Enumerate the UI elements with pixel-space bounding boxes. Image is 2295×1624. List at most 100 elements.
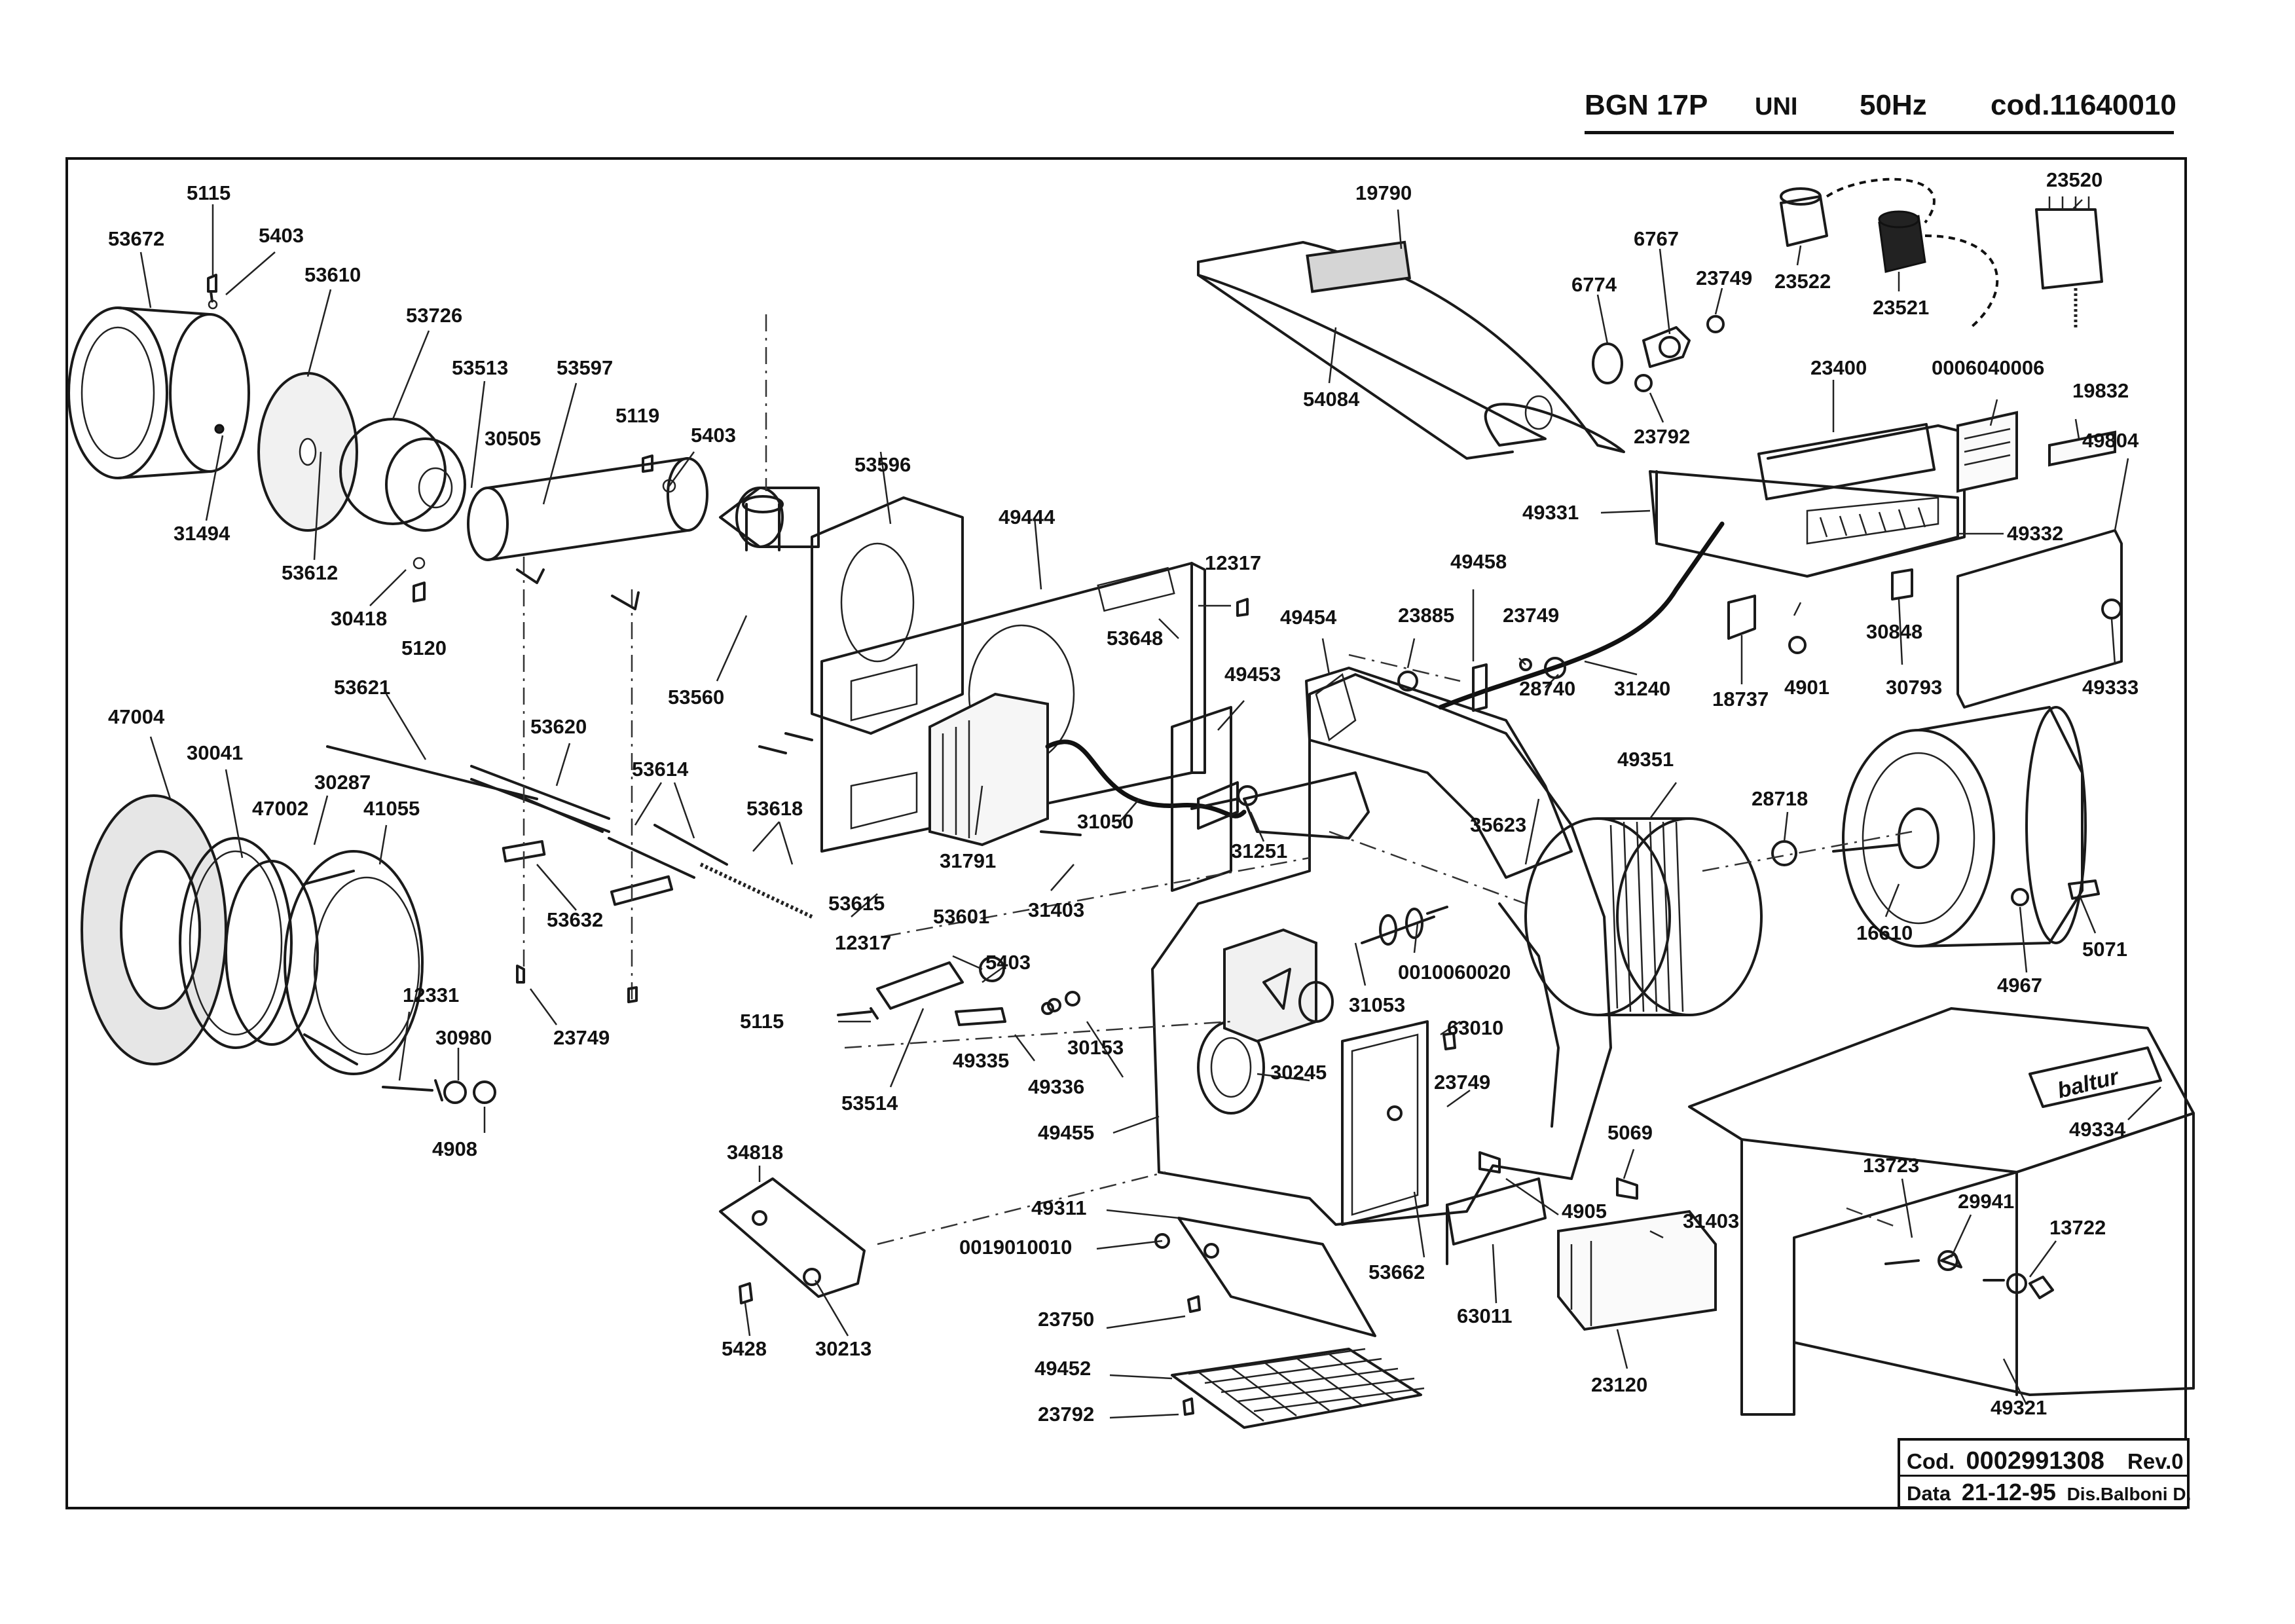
part-label: 53662 — [1368, 1261, 1425, 1283]
ignition-cable — [1045, 739, 1247, 819]
part-label: 53648 — [1107, 627, 1163, 650]
part-label: 13723 — [1863, 1154, 1919, 1177]
photocell-box-23120 — [1557, 1209, 1717, 1331]
part-label: 30287 — [314, 771, 371, 794]
part-label: 53596 — [854, 453, 911, 476]
part-number-labels: 5115 5403 53672 53610 53726 53513 53597 … — [108, 168, 2139, 1426]
part-label: 53618 — [746, 797, 803, 820]
header-code: cod.11640010 — [1991, 89, 2176, 121]
control-box-base — [1649, 422, 1966, 578]
part-label: 53597 — [557, 356, 613, 379]
part-label: 4901 — [1784, 676, 1829, 699]
part-label: 30505 — [485, 427, 541, 450]
part-label: 23521 — [1873, 296, 1929, 319]
part-label: 23749 — [1696, 267, 1752, 289]
part-label: 53726 — [406, 304, 462, 327]
part-label: 30980 — [435, 1026, 492, 1049]
drawing-frame — [65, 157, 2187, 1509]
air-damper-49311 — [1177, 1217, 1376, 1337]
part-label: 34818 — [727, 1141, 783, 1164]
revision: Rev.0 — [2127, 1449, 2184, 1473]
part-label: 53513 — [452, 356, 508, 379]
fan-wheel — [1524, 817, 1763, 1016]
pump-connection-fitting — [719, 487, 820, 551]
code-label: Cod. — [1907, 1449, 1955, 1473]
part-label: 5115 — [740, 1010, 784, 1033]
part-label: 30213 — [815, 1337, 872, 1360]
drawing-title-block: Cod. 0002991308 Rev.0 Data 21-12-95 Dis.… — [1898, 1438, 2191, 1509]
burner-head-flange — [339, 418, 466, 532]
part-label: 53620 — [530, 715, 587, 738]
part-label: 53601 — [933, 905, 989, 928]
part-label: 31053 — [1349, 993, 1405, 1016]
part-label: 23749 — [1503, 604, 1559, 627]
header-frequency: 50Hz — [1860, 89, 1927, 121]
part-label: 49804 — [2082, 429, 2139, 452]
part-label: 23885 — [1398, 604, 1454, 627]
label-plate-0006040006 — [1956, 411, 2018, 493]
part-label: 49453 — [1224, 663, 1281, 686]
part-label: 23522 — [1774, 270, 1831, 293]
leader-lines — [139, 199, 2161, 1419]
part-label: 53632 — [547, 908, 603, 931]
perforated-diffuser-disc — [257, 372, 358, 532]
part-label: 6774 — [1571, 273, 1617, 296]
header-variant: UNI — [1755, 93, 1798, 120]
oil-pump — [1223, 928, 1334, 1043]
solenoid-coil-assembly — [1361, 906, 1448, 946]
date-value: 21-12-95 — [1961, 1479, 2056, 1505]
gasket-ring-assembly — [81, 794, 424, 1075]
part-label: 49335 — [953, 1049, 1009, 1072]
electric-motor — [1832, 706, 2087, 948]
part-label: 6767 — [1634, 227, 1679, 250]
part-label: 0006040006 — [1932, 356, 2044, 379]
designer: Dis.Balboni D. — [2066, 1484, 2192, 1504]
part-label: 49455 — [1038, 1121, 1094, 1144]
part-label: 53612 — [282, 561, 338, 584]
part-label: 63011 — [1457, 1304, 1513, 1327]
control-box-cover — [1341, 1020, 1429, 1226]
inspection-cover-34818 — [719, 1177, 866, 1298]
part-label: 53614 — [632, 758, 689, 781]
part-label: 5403 — [691, 424, 736, 447]
part-label: 23750 — [1038, 1308, 1094, 1331]
solenoid-plug-connectors — [1780, 177, 2103, 329]
part-label: 0019010010 — [959, 1236, 1072, 1259]
part-label: 49454 — [1280, 606, 1337, 629]
motor-washer — [1771, 840, 1797, 866]
top-cover-panel — [1197, 240, 1625, 460]
part-label: 54084 — [1303, 388, 1360, 411]
part-label: 12317 — [1205, 551, 1261, 574]
part-label: 23749 — [553, 1026, 610, 1049]
part-label: 31251 — [1231, 840, 1287, 862]
part-label: 41055 — [363, 797, 420, 820]
side-plate-49453 — [1305, 667, 1573, 879]
part-label: 19790 — [1355, 181, 1412, 204]
burner-housing — [1151, 673, 1612, 1226]
part-label: 49458 — [1450, 550, 1507, 573]
part-label: 31791 — [940, 849, 996, 872]
part-label: 31403 — [1683, 1209, 1739, 1232]
part-label: 12317 — [835, 931, 891, 954]
part-label: 5403 — [259, 224, 304, 247]
header-title-row: BGN 17P UNI 50Hz cod.11640010 — [1585, 85, 2176, 134]
title-block-date-line: Data 21-12-95 Dis.Balboni D. — [1907, 1479, 2191, 1506]
part-label: 19832 — [2072, 379, 2129, 402]
part-label: 49333 — [2082, 676, 2139, 699]
rating-plate-19832 — [2048, 430, 2116, 467]
bracket-63011 — [1446, 1177, 1547, 1265]
air-tube-cylinder — [67, 306, 250, 479]
part-label: 30245 — [1270, 1061, 1327, 1084]
part-label: 16610 — [1856, 921, 1913, 944]
part-label: 47002 — [252, 797, 308, 820]
part-label: 30418 — [331, 607, 387, 630]
cable-fittings — [1397, 568, 1913, 712]
part-label: 23520 — [2046, 168, 2102, 191]
part-label: 13722 — [2049, 1216, 2106, 1239]
part-label: 49444 — [999, 506, 1056, 528]
header-model: BGN 17P — [1585, 89, 1708, 121]
ignition-transformer — [928, 692, 1049, 847]
title-block-code-line: Cod. 0002991308 Rev.0 — [1907, 1447, 2184, 1475]
